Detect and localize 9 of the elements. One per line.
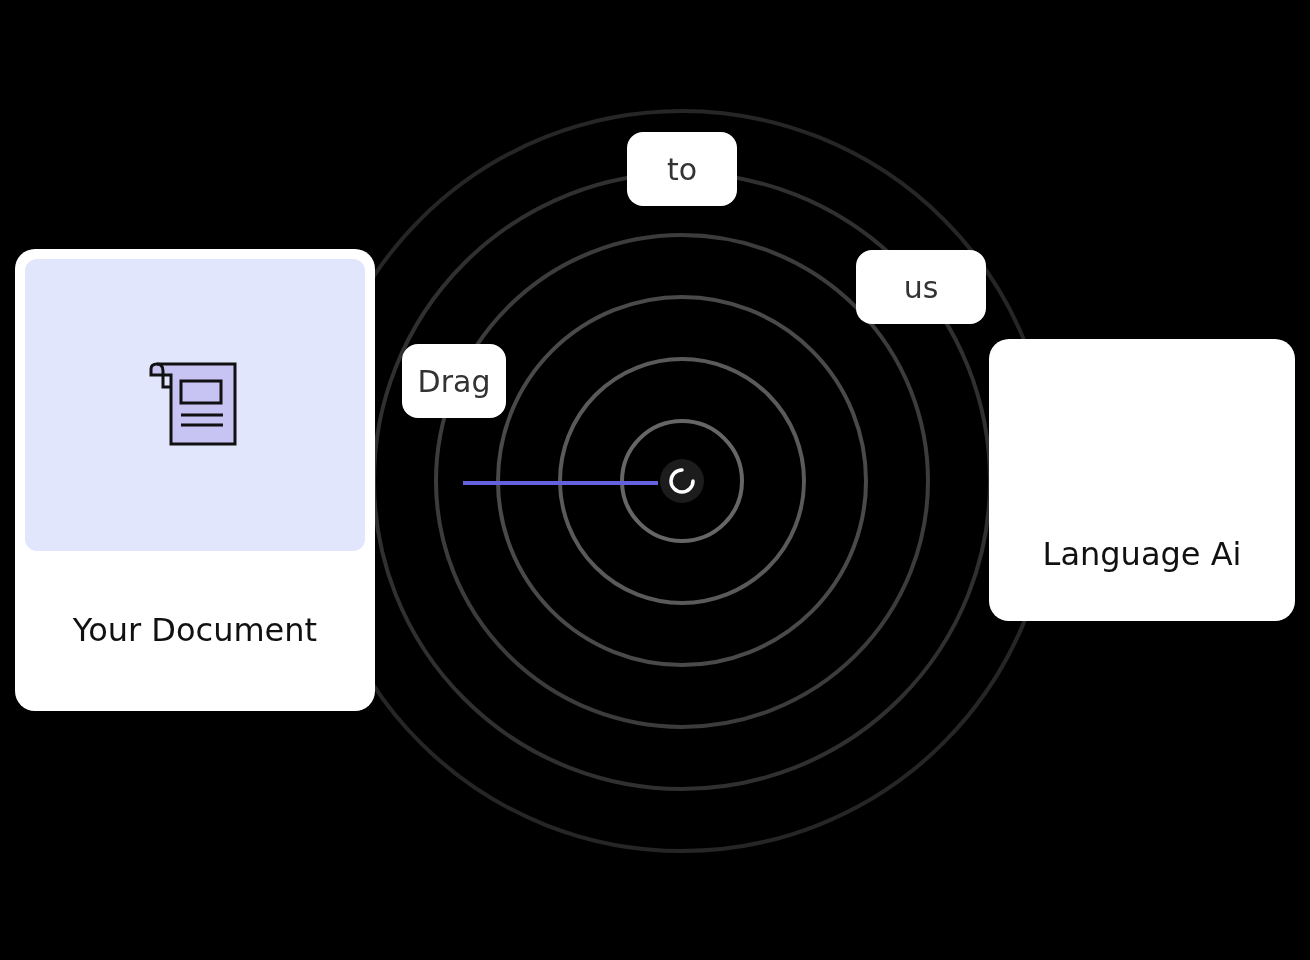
card [15,249,375,711]
word-chip: to [627,132,737,206]
connector-line [463,481,658,485]
card-title: Language Ai [1041,535,1243,573]
spinner-circle [658,457,706,505]
card [989,339,1295,621]
word-chip: Drag [402,344,506,418]
card-title: Your Document [71,611,319,649]
word-chip: us [856,250,986,324]
